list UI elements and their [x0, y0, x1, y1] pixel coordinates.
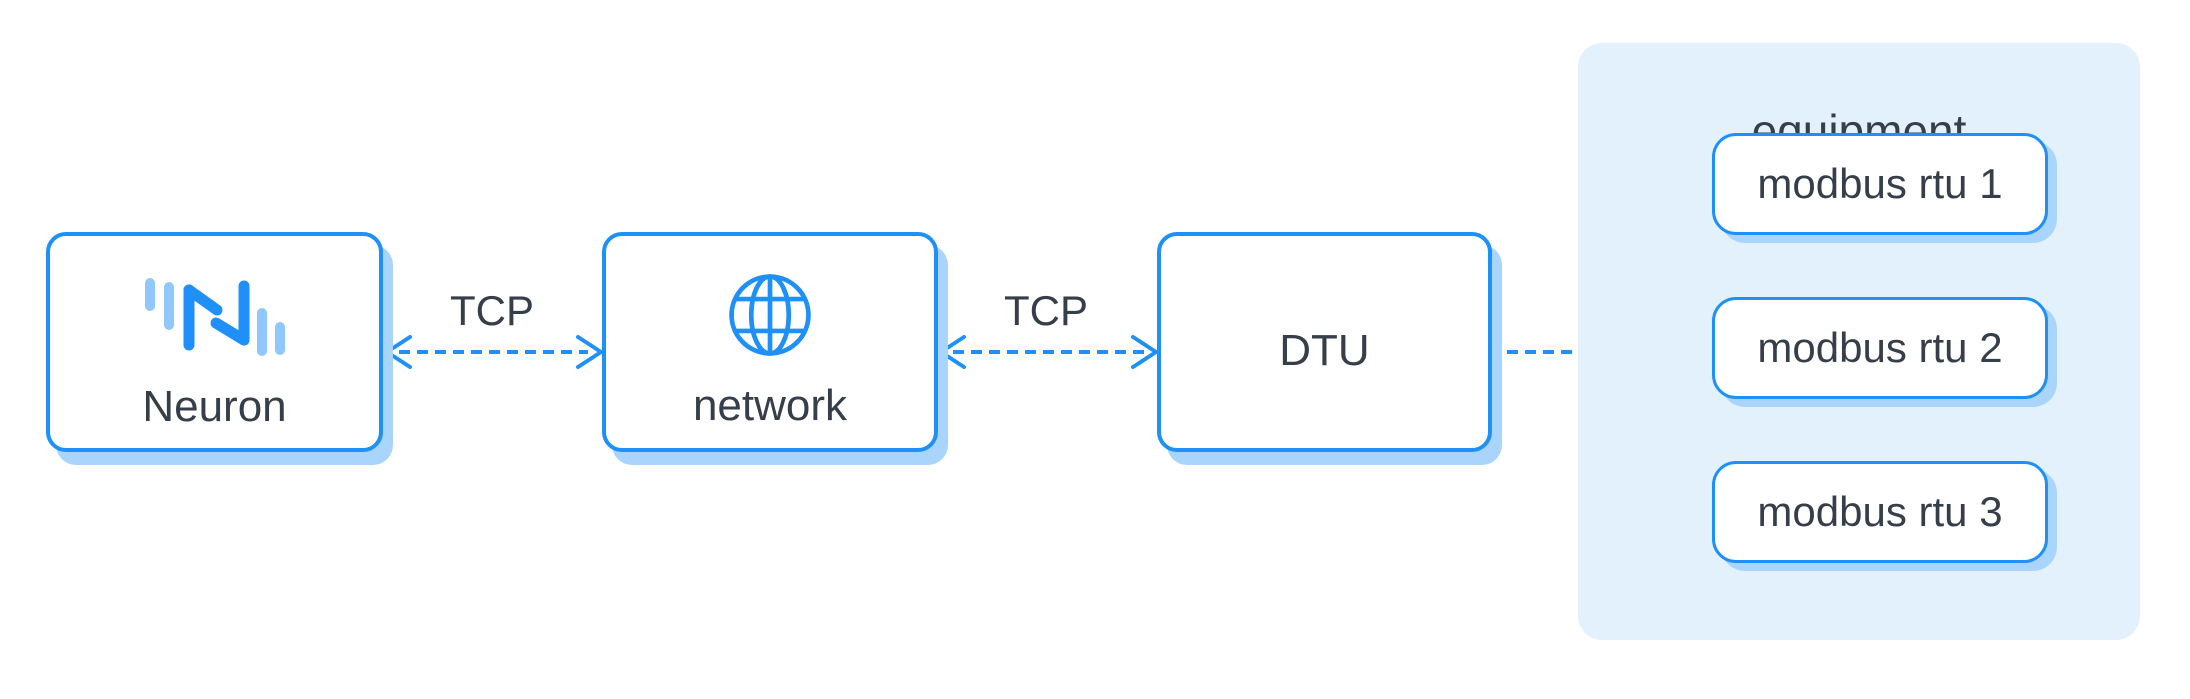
- equipment-panel: equipment modbus rtu 1 modbus rtu 2 modb…: [1578, 43, 2140, 640]
- neuron-label: Neuron: [142, 382, 287, 431]
- link-label-tcp-2: TCP: [1004, 287, 1088, 334]
- link-network-dtu: [939, 335, 1158, 369]
- network-label: network: [692, 381, 848, 430]
- link-neuron-network: [385, 335, 603, 369]
- globe-icon: [729, 274, 811, 356]
- modbus-rtu-3-box: modbus rtu 3: [1712, 461, 2048, 563]
- network-node: network: [602, 232, 938, 452]
- arrowhead-left-icon: [385, 335, 412, 369]
- modbus-rtu-2-box: modbus rtu 2: [1712, 297, 2048, 399]
- neuron-node: Neuron: [46, 232, 383, 452]
- arrowhead-right-icon: [1131, 335, 1158, 369]
- neuron-logo-icon: [144, 278, 285, 356]
- arrowhead-right-icon: [576, 335, 603, 369]
- modbus-rtu-1-label: modbus rtu 1: [1757, 160, 2003, 207]
- dtu-node: DTU: [1157, 232, 1492, 452]
- dtu-label: DTU: [1279, 326, 1370, 375]
- link-label-tcp-1: TCP: [450, 287, 534, 334]
- modbus-rtu-3-label: modbus rtu 3: [1757, 488, 2003, 535]
- modbus-rtu-2-label: modbus rtu 2: [1757, 324, 2003, 371]
- modbus-rtu-1-box: modbus rtu 1: [1712, 133, 2048, 235]
- arrowhead-left-icon: [939, 335, 966, 369]
